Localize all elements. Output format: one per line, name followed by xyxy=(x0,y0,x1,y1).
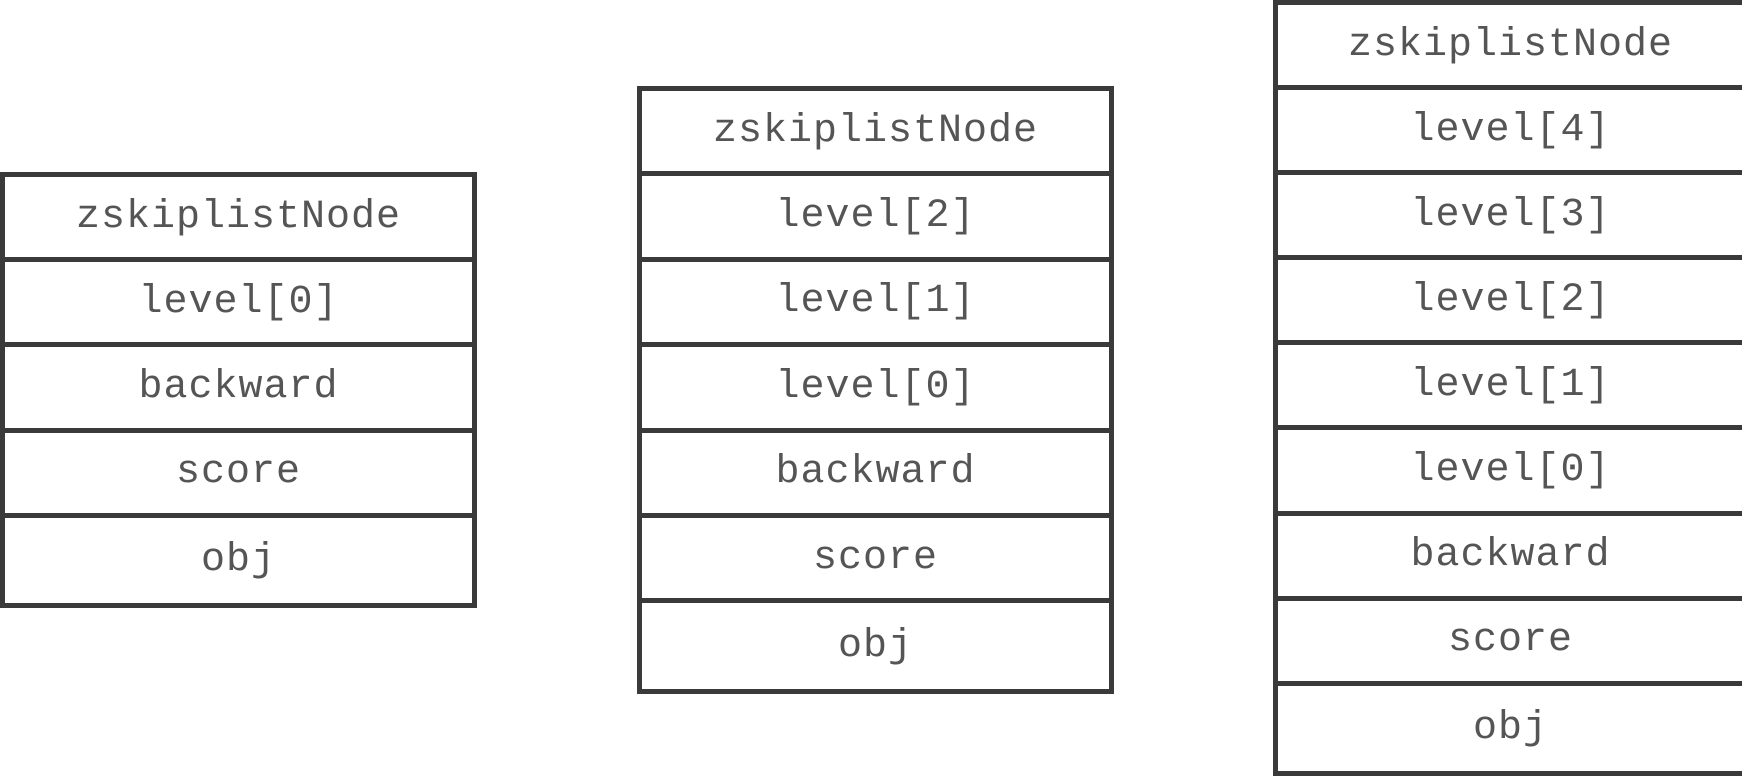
level-field: level[3] xyxy=(1278,175,1742,261)
backward-field: backward xyxy=(1278,516,1742,601)
backward-field: backward xyxy=(5,347,472,433)
obj-field: obj xyxy=(200,537,276,583)
score-field: score xyxy=(1278,601,1742,686)
level-field: level[0] xyxy=(642,347,1109,433)
skiplist-node-3: zskiplistNode level[4] level[3] level[2]… xyxy=(1273,0,1742,776)
obj-field: obj xyxy=(837,623,913,669)
skiplist-node-2: zskiplistNode level[2] level[1] level[0]… xyxy=(637,86,1114,694)
score-field: score xyxy=(5,433,472,518)
level-field: level[0] xyxy=(5,262,472,348)
level-field: level[4] xyxy=(1278,90,1742,176)
level-field: level[1] xyxy=(642,262,1109,348)
level-field: level[0] xyxy=(1278,430,1742,516)
level-field: level[2] xyxy=(1278,260,1742,346)
node-header: zskiplistNode xyxy=(5,177,472,263)
obj-field: obj xyxy=(1472,705,1548,751)
score-field: score xyxy=(642,518,1109,604)
backward-field: backward xyxy=(642,433,1109,518)
level-field: level[1] xyxy=(1278,345,1742,431)
node-header: zskiplistNode xyxy=(1278,5,1742,91)
level-field: level[2] xyxy=(642,176,1109,262)
skiplist-node-1: zskiplistNode level[0] backward score ob… xyxy=(0,172,477,608)
node-header: zskiplistNode xyxy=(642,91,1109,177)
